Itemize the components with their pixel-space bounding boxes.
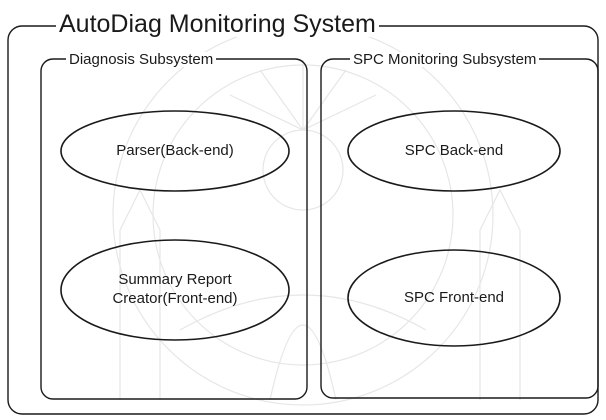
- summary-report-creator-node: [60, 239, 290, 341]
- diagnosis-subsystem-boundary: [40, 58, 308, 400]
- spc-frontend-label: SPC Front-end: [403, 288, 505, 306]
- background-seal-watermark: [112, 24, 521, 406]
- summary-report-creator-label-line-1: Summary Report: [118, 271, 232, 289]
- spc-backend-node: [347, 110, 561, 192]
- summary-report-creator-label-line-2: Creator(Front-end): [112, 290, 238, 307]
- spc-frontend-node: [347, 249, 561, 347]
- spc-subsystem-boundary: [320, 58, 599, 399]
- spc-subsystem-title: SPC Monitoring Subsystem: [350, 52, 540, 67]
- parser-backend-node: [60, 110, 290, 192]
- parser-backend-label: Parser(Back-end): [116, 141, 234, 159]
- system-title: AutoDiag Monitoring System: [56, 12, 379, 37]
- summary-report-creator-label: Summary Report Creator(Front-end): [61, 262, 289, 318]
- spc-backend-label: SPC Back-end: [404, 141, 504, 159]
- diagnosis-subsystem-title: Diagnosis Subsystem: [66, 52, 217, 67]
